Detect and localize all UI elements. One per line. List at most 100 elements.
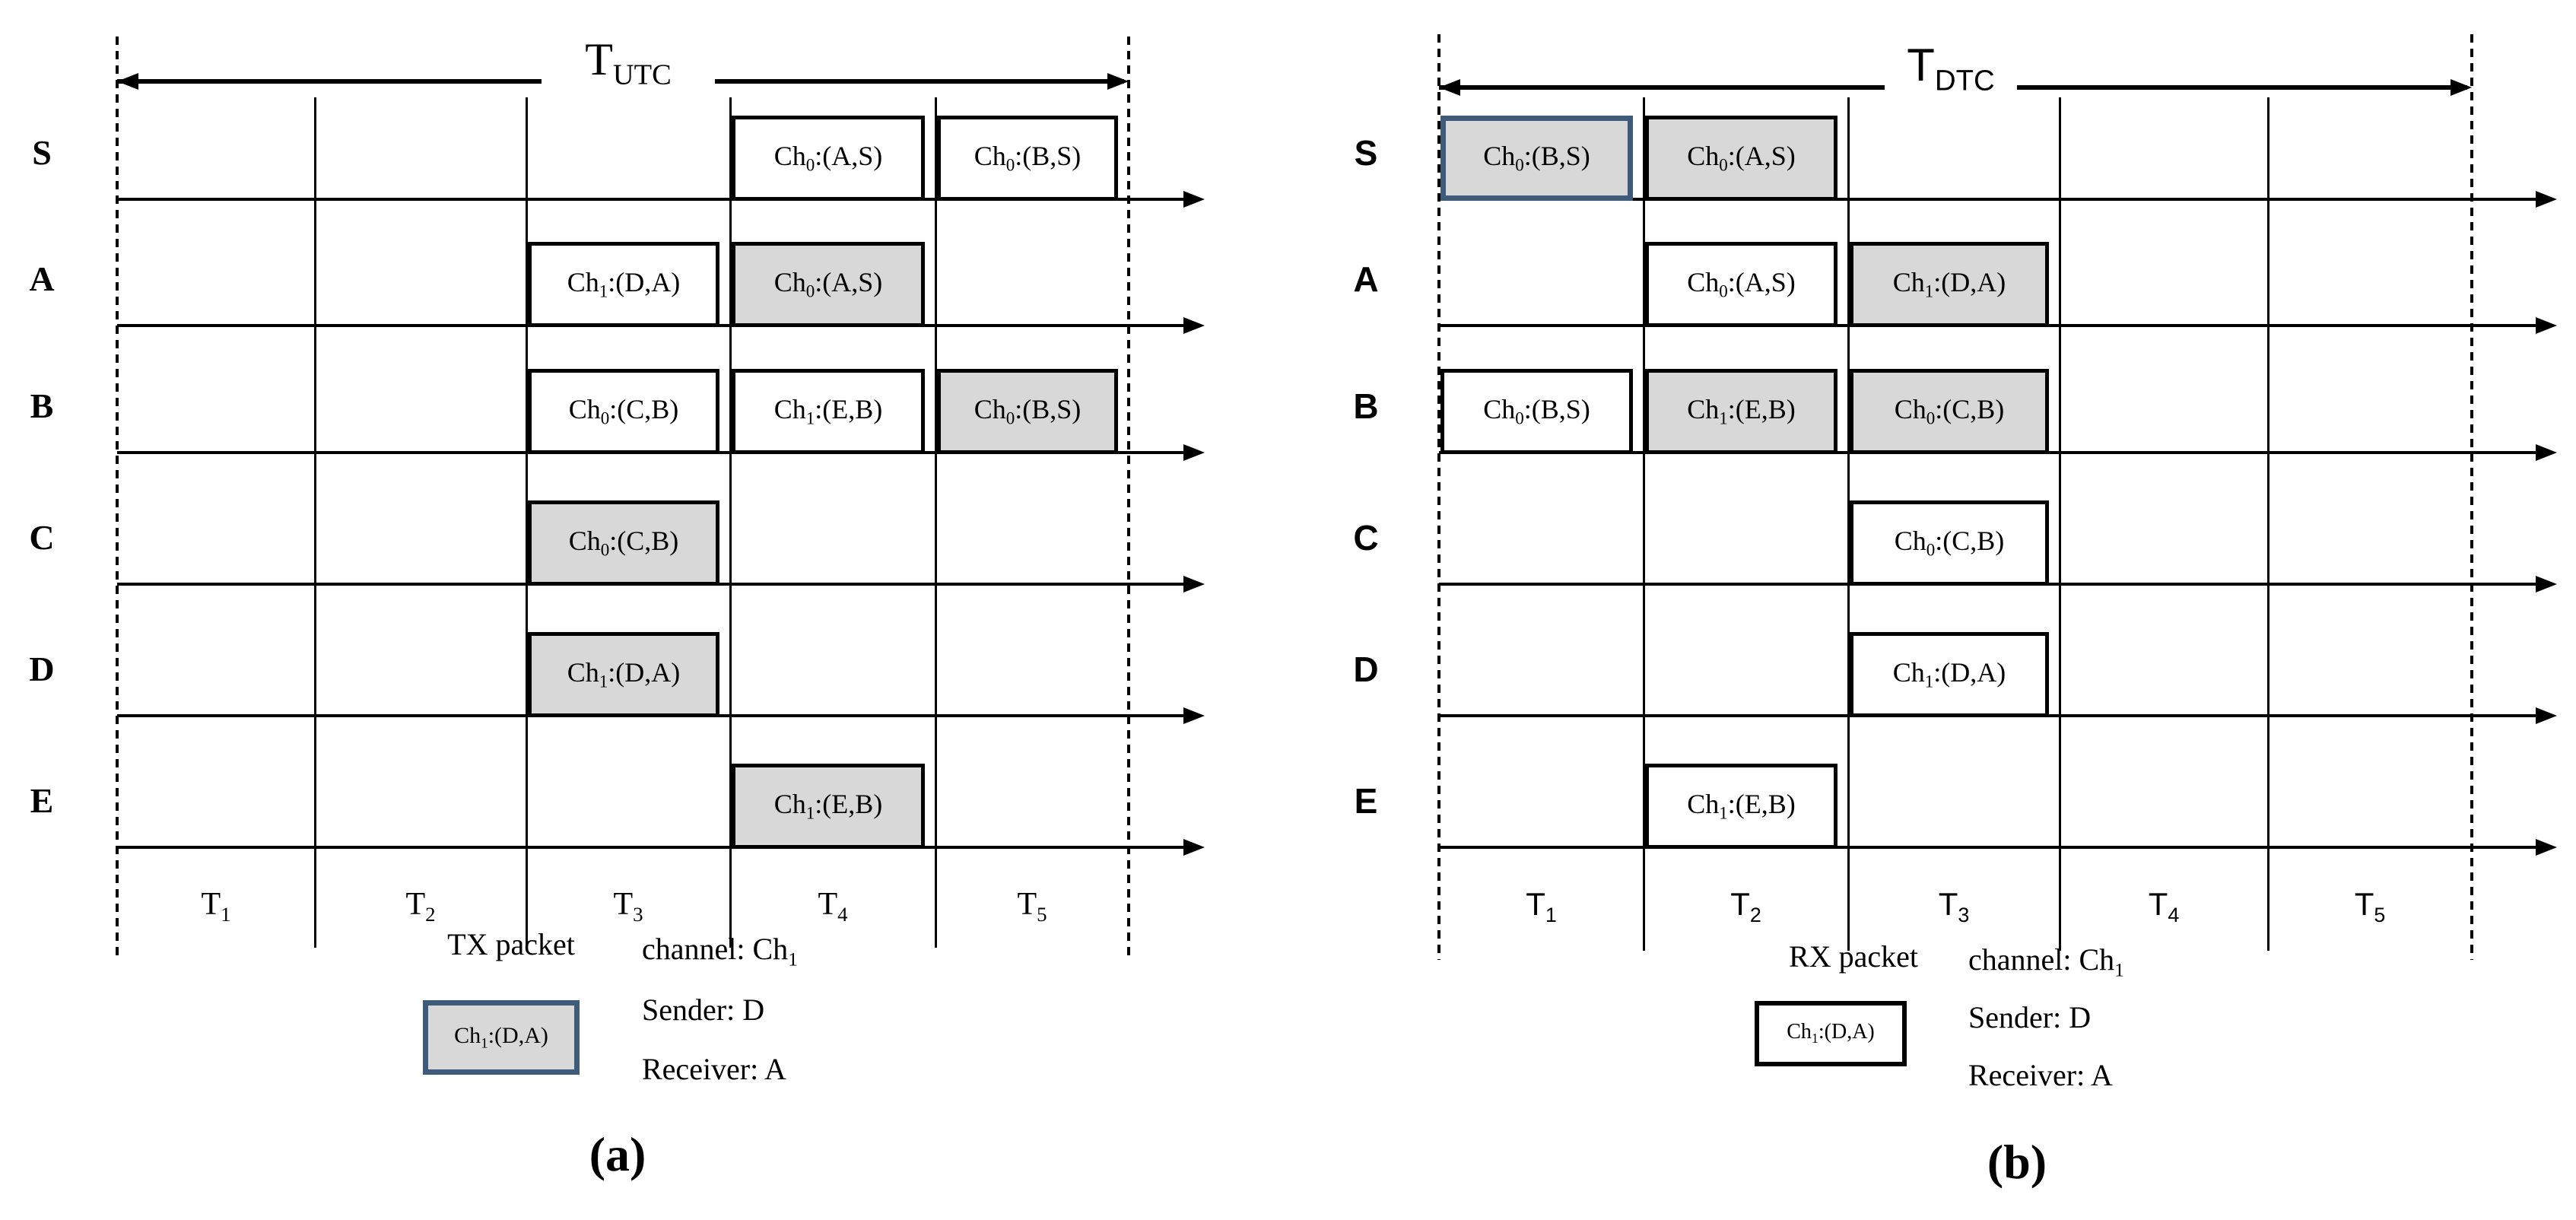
cycle-arrowhead-right-icon — [1107, 73, 1129, 90]
node-S-axis-arrowhead-icon — [1183, 191, 1205, 208]
packet-box-A-T4: Ch0:(A,S) — [732, 242, 925, 327]
node-E-axis-line — [117, 846, 1183, 849]
packet-box-E-T2: Ch1:(E,B) — [1645, 764, 1838, 849]
subscript: 1 — [1719, 802, 1728, 823]
slot-boundary-line — [1847, 97, 1850, 951]
node-E-axis-line — [1439, 846, 2536, 849]
subscript: 1 — [1924, 281, 1934, 301]
caption-b: (b) — [1987, 1135, 2047, 1189]
subscript: 0 — [805, 281, 815, 301]
legend-packet-box-label: Ch1:(D,A) — [454, 1022, 548, 1052]
packet-box-A-T3: Ch1:(D,A) — [1850, 242, 2049, 327]
slot-boundary-line — [2059, 97, 2061, 951]
node-label-B: B — [1353, 386, 1379, 426]
packet-box-label: Ch1:(E,B) — [1687, 394, 1796, 428]
slot-boundary-line — [1643, 97, 1645, 951]
legend-detail-line-1: channel: Ch1 — [642, 932, 798, 971]
slot-boundary-line — [526, 97, 528, 948]
node-label-S: S — [32, 133, 52, 172]
packet-box-C-T3: Ch0:(C,B) — [528, 500, 719, 586]
node-label-B: B — [30, 386, 54, 425]
subscript: 1 — [599, 671, 608, 691]
node-label-A: A — [1353, 259, 1379, 299]
subscript: UTC — [612, 59, 672, 91]
subscript: 0 — [1515, 154, 1524, 175]
legend-packet-box: Ch1:(D,A) — [1755, 1001, 1907, 1066]
subscript: 1 — [805, 802, 815, 823]
packet-box-label: Ch1:(D,A) — [1892, 657, 2006, 691]
cycle-arrow-right-segment — [715, 79, 1124, 84]
cycle-duration-label: TUTC — [585, 34, 672, 91]
packet-box-B-T2: Ch1:(E,B) — [1645, 369, 1838, 454]
cycle-arrow-left-segment — [1439, 85, 1885, 90]
slot-boundary-line — [314, 97, 316, 948]
subscript: 1 — [599, 281, 608, 301]
subscript: 0 — [1515, 408, 1524, 428]
node-D-axis-arrowhead-icon — [1183, 707, 1205, 724]
subscript: 2 — [425, 902, 436, 926]
subscript: 3 — [1958, 903, 1970, 926]
subscript: 1 — [1811, 1030, 1818, 1046]
packet-box-C-T3: Ch0:(C,B) — [1850, 500, 2049, 586]
subscript: 1 — [481, 1035, 488, 1052]
packet-box-B-T1: Ch0:(B,S) — [1440, 369, 1633, 454]
packet-box-label: Ch1:(E,B) — [773, 394, 883, 428]
slot-boundary-line — [935, 97, 937, 948]
legend-packet-box-label: Ch1:(D,A) — [1787, 1020, 1875, 1046]
node-C-axis-arrowhead-icon — [2536, 576, 2557, 593]
subscript: 0 — [600, 408, 610, 428]
packet-box-label: Ch0:(B,S) — [1483, 141, 1590, 175]
packet-box-B-T5: Ch0:(B,S) — [937, 369, 1118, 454]
packet-box-label: Ch1:(E,B) — [773, 789, 883, 823]
node-label-A: A — [29, 259, 55, 298]
packet-box-label: Ch0:(C,B) — [1894, 394, 2005, 428]
subscript: 1 — [1924, 671, 1934, 691]
node-label-E: E — [30, 781, 54, 820]
time-slot-label-5: T5 — [2354, 886, 2386, 926]
node-C-axis-arrowhead-icon — [1183, 576, 1205, 593]
subscript: DTC — [1934, 64, 1995, 97]
packet-box-label: Ch0:(B,S) — [974, 141, 1082, 175]
packet-box-S-T1: Ch0:(B,S) — [1440, 116, 1633, 201]
frame-end-dashed-line — [1127, 37, 1130, 957]
node-label-E: E — [1354, 781, 1378, 821]
subscript: 1 — [2114, 958, 2124, 981]
cycle-arrowhead-left-icon — [1439, 79, 1460, 96]
subscript: 0 — [1926, 408, 1936, 428]
subscript: 0 — [1719, 281, 1728, 301]
time-slot-label-4: T4 — [818, 887, 848, 926]
legend-detail-line-3: Receiver: A — [642, 1052, 786, 1086]
subscript: 5 — [2374, 903, 2386, 926]
time-slot-label-1: T1 — [201, 887, 231, 926]
node-B-axis-arrowhead-icon — [1183, 444, 1205, 461]
legend-detail-line-2: Sender: D — [1968, 1000, 2092, 1034]
packet-box-label: Ch1:(D,A) — [567, 657, 681, 691]
subscript: 1 — [1719, 408, 1728, 428]
packet-box-label: Ch0:(B,S) — [974, 394, 1082, 428]
subscript: 3 — [633, 902, 643, 926]
node-E-axis-arrowhead-icon — [1183, 839, 1205, 856]
node-label-C: C — [29, 518, 55, 557]
packet-box-label: Ch0:(A,S) — [773, 141, 883, 175]
packet-box-label: Ch1:(E,B) — [1687, 789, 1796, 823]
node-label-S: S — [1354, 133, 1378, 173]
legend-detail-line-3: Receiver: A — [1968, 1058, 2113, 1092]
frame-end-dashed-line — [2470, 34, 2473, 960]
packet-box-B-T3: Ch0:(C,B) — [1850, 369, 2049, 454]
node-D-axis-arrowhead-icon — [2536, 707, 2557, 724]
node-label-D: D — [29, 650, 55, 688]
subscript: 1 — [788, 948, 798, 971]
subscript: 1 — [221, 902, 231, 926]
subscript: 4 — [837, 902, 848, 926]
node-S-axis-line — [117, 198, 1183, 201]
packet-box-S-T2: Ch0:(A,S) — [1645, 116, 1838, 201]
packet-box-A-T3: Ch1:(D,A) — [528, 242, 719, 327]
subscript: 0 — [1005, 154, 1015, 175]
cycle-arrow-left-segment — [117, 79, 542, 84]
time-slot-label-2: T2 — [405, 887, 436, 926]
node-A-axis-arrowhead-icon — [2536, 317, 2557, 334]
caption-a: (a) — [589, 1127, 646, 1181]
slot-boundary-line — [729, 97, 732, 948]
subscript: 0 — [1926, 539, 1936, 560]
node-label-D: D — [1353, 650, 1379, 689]
